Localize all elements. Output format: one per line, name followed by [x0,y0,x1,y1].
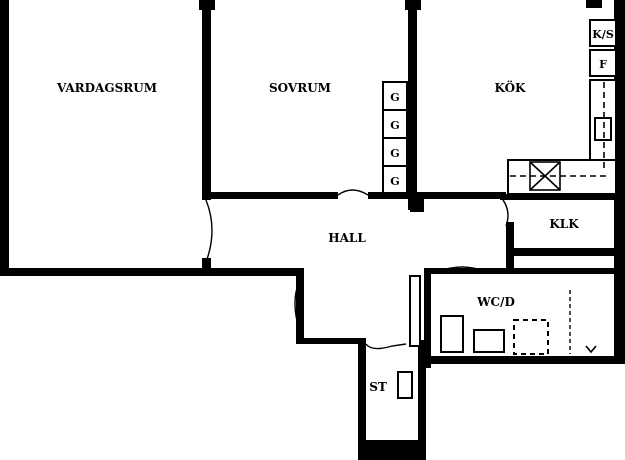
closet-shelf [397,371,413,399]
ks-label: K/S [592,28,614,41]
wall-klk-bottom [508,248,625,256]
room-label-wcd: WC/D [476,295,515,309]
post-top-1 [199,0,215,10]
room-label-st: ST [369,380,387,394]
room-label-sovrum: SOVRUM [269,81,331,95]
wall-living-bedroom-stub [202,258,211,272]
post-top-3 [586,0,602,8]
toilet [473,329,505,353]
wall-living-bedroom [202,0,211,200]
bath-fixtures [440,315,505,353]
room-label-vardagsrum: VARDAGSRUM [56,81,157,95]
post-top-2 [405,0,421,10]
freezer [589,49,617,77]
wardrobe-4 [382,165,408,194]
wall-hall-top [202,192,338,199]
stove-icon [529,161,561,191]
wall-bottom-left [0,268,300,276]
kitchen-fixtures [507,19,617,195]
washbasin [440,315,464,353]
kitchen-counter-bottom [507,159,617,195]
wall-bath-bottom [418,356,625,364]
room-label-hall: HALL [328,231,366,245]
wardrobe-label-2: G [390,119,399,132]
wardrobe-label-4: G [390,175,399,188]
wall-klk-top [500,194,625,200]
wall-klk-left [506,222,514,274]
room-label-kok: KÖK [495,79,527,95]
wall-hall-top-right [368,192,506,199]
wall-hall-west [296,268,304,344]
wardrobe-label-1: G [390,91,399,104]
washer-dryer [513,319,549,355]
sink [594,117,612,141]
fridge-freezer [589,19,617,47]
wardrobe-2 [382,109,408,139]
wardrobes [382,81,408,194]
drain-icon [585,345,597,354]
wall-bedroom-kitchen [408,0,417,210]
wall-bath-left [424,268,431,368]
wall-right [614,0,625,364]
room-label-klk: KLK [549,217,579,231]
post-top-4 [410,196,424,212]
wall-bath-top [424,268,625,274]
wardrobe-label-3: G [390,147,399,160]
bath-inner-wall [409,275,421,347]
wall-left [0,0,9,276]
wall-st-left [358,340,366,460]
freezer-label: F [599,58,607,71]
wall-st-right [418,340,426,460]
wall-st-bottom [358,440,426,460]
door-swings [205,189,509,350]
wall-hall-bottom [296,338,366,344]
